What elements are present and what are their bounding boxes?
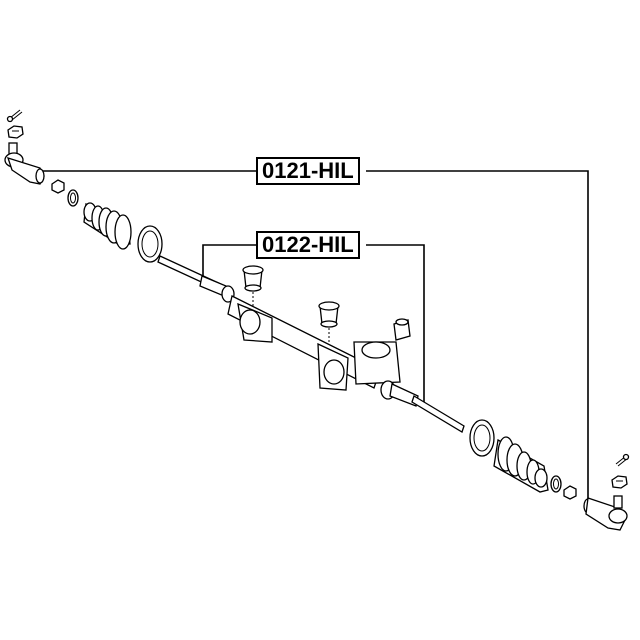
mount-bushing-left <box>242 265 264 312</box>
castle-nut-right <box>611 475 628 489</box>
boot-clamp-large-left <box>137 225 163 263</box>
cotter-pin-left <box>6 109 23 123</box>
tie-rod-end-left <box>4 142 45 185</box>
mount-bushing-right <box>318 301 340 350</box>
lock-nut-left <box>51 179 65 194</box>
boot-clip-small-right <box>550 475 562 493</box>
dust-boot-left <box>83 202 132 250</box>
callout-line-0122 <box>202 244 425 403</box>
pinion-valve-housing <box>353 318 411 385</box>
boot-clamp-large-right <box>469 419 495 457</box>
part-number-label-tie-rod: 0122-HIL <box>256 231 360 259</box>
boot-clip-small-left <box>67 189 79 207</box>
inner-tie-rod-right <box>380 380 465 433</box>
dust-boot-right <box>493 436 549 493</box>
castle-nut-left <box>7 125 24 139</box>
inner-tie-rod-left <box>157 255 235 303</box>
part-number-label-tie-rod-end: 0121-HIL <box>256 157 360 185</box>
callout-line-0121 <box>35 170 589 500</box>
tie-rod-end-right <box>583 495 628 531</box>
lock-nut-right <box>563 485 577 500</box>
rack-housing <box>227 295 381 391</box>
cotter-pin-right <box>615 453 630 467</box>
